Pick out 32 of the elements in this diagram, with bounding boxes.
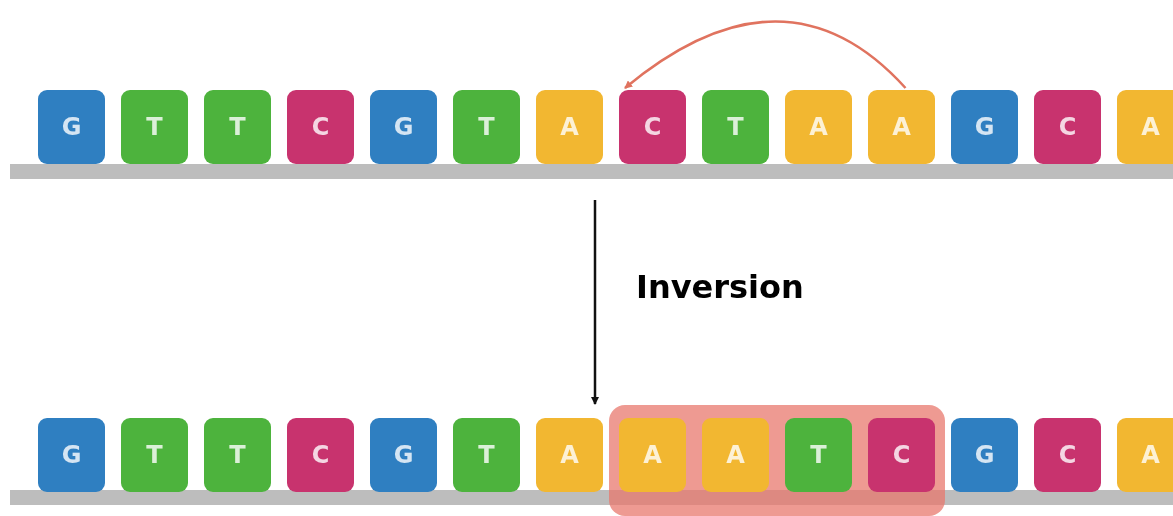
arrow <box>591 200 599 405</box>
nucleotide-tile: T <box>121 418 188 492</box>
nucleotide-tile: C <box>1034 90 1101 164</box>
nucleotide-tile: T <box>204 418 271 492</box>
nucleotide-tile: G <box>38 418 105 492</box>
highlight-box <box>609 405 945 516</box>
nucleotide-tile: T <box>785 418 852 492</box>
nucleotide-tile: T <box>453 418 520 492</box>
nucleotide-tile: A <box>868 90 935 164</box>
nucleotide-tile: G <box>370 90 437 164</box>
arrow <box>624 20 907 89</box>
strand-bar <box>10 164 1173 179</box>
nucleotide-tile: C <box>287 418 354 492</box>
nucleotide-tile: A <box>1117 418 1173 492</box>
nucleotide-tile: T <box>453 90 520 164</box>
nucleotide-tile: G <box>370 418 437 492</box>
nucleotide-tile: C <box>287 90 354 164</box>
nucleotide-tile: G <box>38 90 105 164</box>
nucleotide-tile: A <box>1117 90 1173 164</box>
nucleotide-tile: T <box>702 90 769 164</box>
nucleotide-tile: C <box>1034 418 1101 492</box>
nucleotide-tile: T <box>204 90 271 164</box>
nucleotide-tile: A <box>536 90 603 164</box>
nucleotide-tile: A <box>536 418 603 492</box>
nucleotide-tile: G <box>951 90 1018 164</box>
nucleotide-tile: C <box>619 90 686 164</box>
nucleotide-tile: C <box>868 418 935 492</box>
nucleotide-tile: G <box>951 418 1018 492</box>
nucleotide-tile: T <box>121 90 188 164</box>
nucleotide-tile: A <box>702 418 769 492</box>
nucleotide-tile: A <box>619 418 686 492</box>
nucleotide-tile: A <box>785 90 852 164</box>
